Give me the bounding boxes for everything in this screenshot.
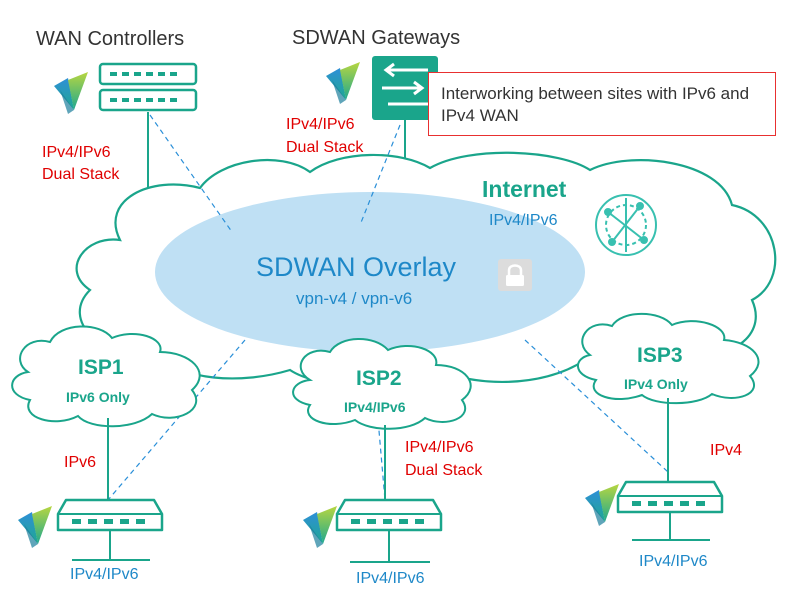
site1-lan-label: IPv4/IPv6 — [70, 566, 139, 583]
wan-controllers-label: WAN Controllers — [36, 28, 185, 50]
vendor-logo-icon — [18, 506, 52, 548]
isp2-proto: IPv4/IPv6 — [344, 399, 406, 415]
isp2-label: ISP2 — [356, 367, 402, 390]
controller-stack-line2: Dual Stack — [42, 166, 120, 183]
lock-icon — [498, 259, 532, 291]
gateway-router-icon — [372, 56, 438, 120]
isp2-link-label-line2: Dual Stack — [405, 462, 483, 479]
isp3-cloud — [577, 312, 760, 405]
overlay-subtitle: vpn-v4 / vpn-v6 — [296, 289, 413, 308]
internet-proto-label: IPv4/IPv6 — [489, 212, 558, 229]
vendor-logo-icon — [326, 62, 360, 104]
router-icon — [335, 498, 443, 532]
isp1-proto: IPv6 Only — [66, 389, 130, 405]
isp1-link-label: IPv6 — [64, 454, 97, 471]
sdwan-gateways-label: SDWAN Gateways — [292, 27, 461, 49]
isp3-label: ISP3 — [637, 344, 683, 367]
isp3-proto: IPv4 Only — [624, 376, 688, 392]
isp2-link-label-line1: IPv4/IPv6 — [405, 439, 474, 456]
router-icon — [616, 480, 724, 514]
internet-globe-icon — [595, 194, 657, 256]
sdwan-overlay — [155, 192, 585, 352]
isp1-cloud — [11, 325, 201, 428]
vendor-logo-icon — [585, 484, 619, 526]
gateway-stack-line1: IPv4/IPv6 — [286, 116, 355, 133]
gateway-stack-line2: Dual Stack — [286, 139, 364, 156]
controller-stack-line1: IPv4/IPv6 — [42, 144, 111, 161]
isp2-cloud — [292, 338, 472, 430]
vendor-logo-icon — [303, 506, 337, 548]
isp1-label: ISP1 — [78, 356, 124, 379]
controller-server-icon — [98, 62, 198, 112]
lan-stubs — [72, 512, 710, 563]
interworking-note: Interworking between sites with IPv6 and… — [428, 72, 776, 136]
site2-lan-label: IPv4/IPv6 — [356, 570, 425, 587]
router-icon — [56, 498, 164, 532]
isp3-link-label: IPv4 — [710, 442, 743, 459]
site3-lan-label: IPv4/IPv6 — [639, 553, 708, 570]
overlay-title: SDWAN Overlay — [256, 252, 457, 282]
vendor-logo-icon — [54, 72, 88, 114]
internet-label: Internet — [482, 176, 567, 202]
